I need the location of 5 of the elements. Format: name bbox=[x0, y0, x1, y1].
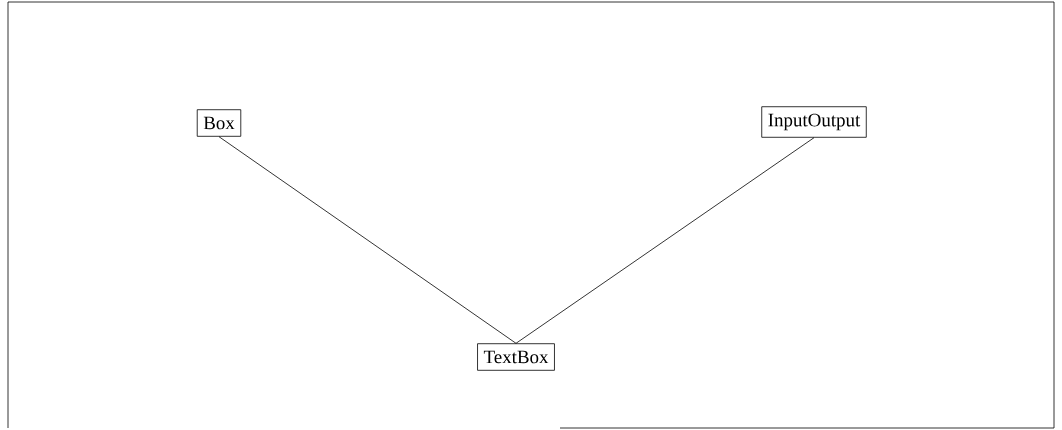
text-box: Box bbox=[196, 109, 242, 137]
text-box: InputOutput bbox=[761, 106, 867, 138]
text-box: TextBox bbox=[477, 343, 555, 371]
connector-line bbox=[515, 137, 815, 344]
connector-line bbox=[218, 136, 517, 344]
